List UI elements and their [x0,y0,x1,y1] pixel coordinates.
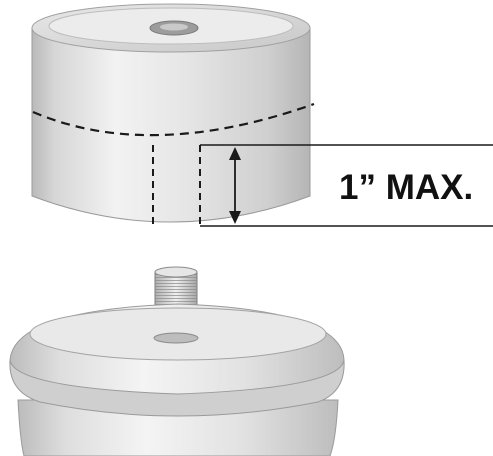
cut-line [32,102,315,137]
dimension-label: 1” MAX. [339,168,473,207]
bag-lower-body [17,399,339,456]
bolt-hole-shine [160,23,188,31]
dimension-arrow-up [229,147,241,160]
spacer-cylinder [31,3,315,226]
stud-top [154,266,198,278]
dimension-annotation: 1” MAX. [200,144,493,227]
stud-base [153,332,199,344]
air-bag [9,303,345,456]
dimension-arrow-down [229,211,241,224]
spacer-body [31,27,311,223]
